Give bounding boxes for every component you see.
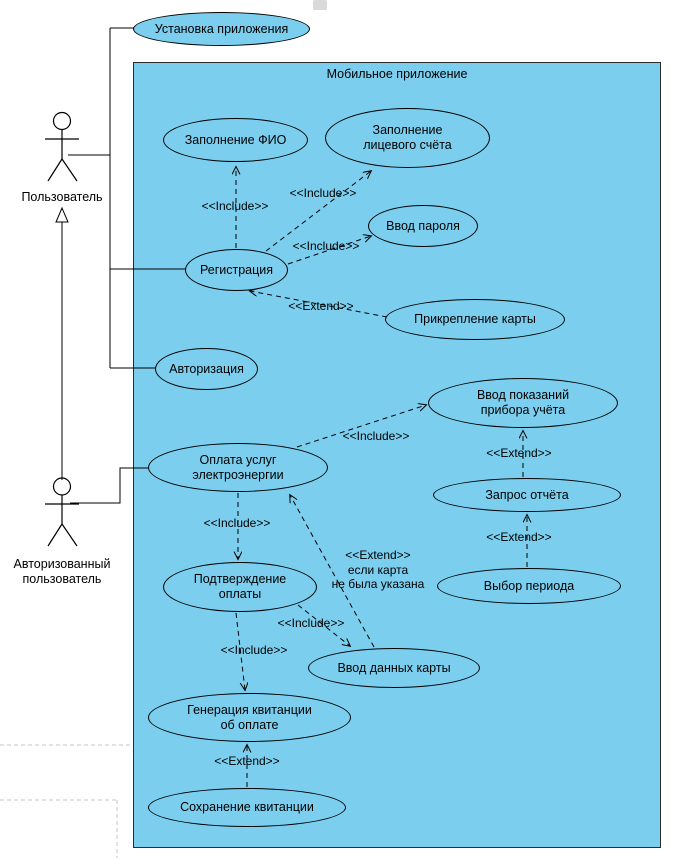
dep-payment-meter [296,405,426,448]
actor-user-label: Пользователь [21,190,103,204]
edge-label-include-carddata: <<Include>> [277,615,345,630]
usecase-meter-readings[interactable]: Ввод показаний прибора учёта [428,378,618,428]
usecase-generate-receipt[interactable]: Генерация квитанции об оплате [148,693,351,742]
dep-confirm-carddata [297,604,350,646]
usecase-enter-password[interactable]: Ввод пароля [368,205,478,247]
edge-label-include-account: <<Include>> [289,185,357,200]
edge-label-include-password: <<Include>> [292,238,360,253]
dep-registration-account [265,171,371,252]
usecase-install-app[interactable]: Установка приложения [133,12,310,46]
usecase-registration[interactable]: Регистрация [185,249,288,291]
usecase-fill-account[interactable]: Заполнение лицевого счёта [325,108,490,168]
usecase-authorization[interactable]: Авторизация [155,348,258,390]
dep-registration-password [287,236,371,265]
dep-confirm-receiptgen [235,612,245,690]
usecase-fill-fio[interactable]: Заполнение ФИО [163,118,308,162]
scrollbar-artifact [313,0,327,10]
edge-label-include-confirm: <<Include>> [203,515,271,530]
edge-label-extend-attachcard: <<Extend>> [288,298,354,313]
edge-label-extend-report: <<Extend>> [486,445,552,460]
edge-label-include-meter: <<Include>> [342,428,410,443]
actor-user-figure[interactable] [45,111,79,182]
edge-label-include-receiptgen: <<Include>> [220,642,288,657]
usecase-request-report[interactable]: Запрос отчёта [433,478,621,512]
usecase-attach-card[interactable]: Прикрепление карты [385,299,565,340]
edge-label-include-fio: <<Include>> [201,198,269,213]
dep-carddata-payment [290,495,375,648]
generalization-auth-user-to-user [55,206,69,480]
association-user [68,27,187,369]
actor-auth-user-label: Авторизованный пользователь [13,557,111,586]
usecase-select-period[interactable]: Выбор периода [437,568,621,604]
usecase-enter-card-data[interactable]: Ввод данных карты [308,648,480,688]
edge-label-extend-carddata-condition: <<Extend>> если карта не была указана [331,548,425,592]
system-title: Мобильное приложение [326,66,468,81]
usecase-save-receipt[interactable]: Сохранение квитанции [148,788,346,827]
actor-auth-user-figure[interactable] [45,477,79,547]
edge-label-extend-receiptsave: <<Extend>> [214,753,280,768]
usecase-confirm-payment[interactable]: Подтверждение оплаты [163,562,317,612]
usecase-pay-electricity[interactable]: Оплата услуг электроэнергии [148,443,328,492]
association-auth-user-payment [70,467,150,504]
edge-label-extend-period: <<Extend>> [486,529,552,544]
